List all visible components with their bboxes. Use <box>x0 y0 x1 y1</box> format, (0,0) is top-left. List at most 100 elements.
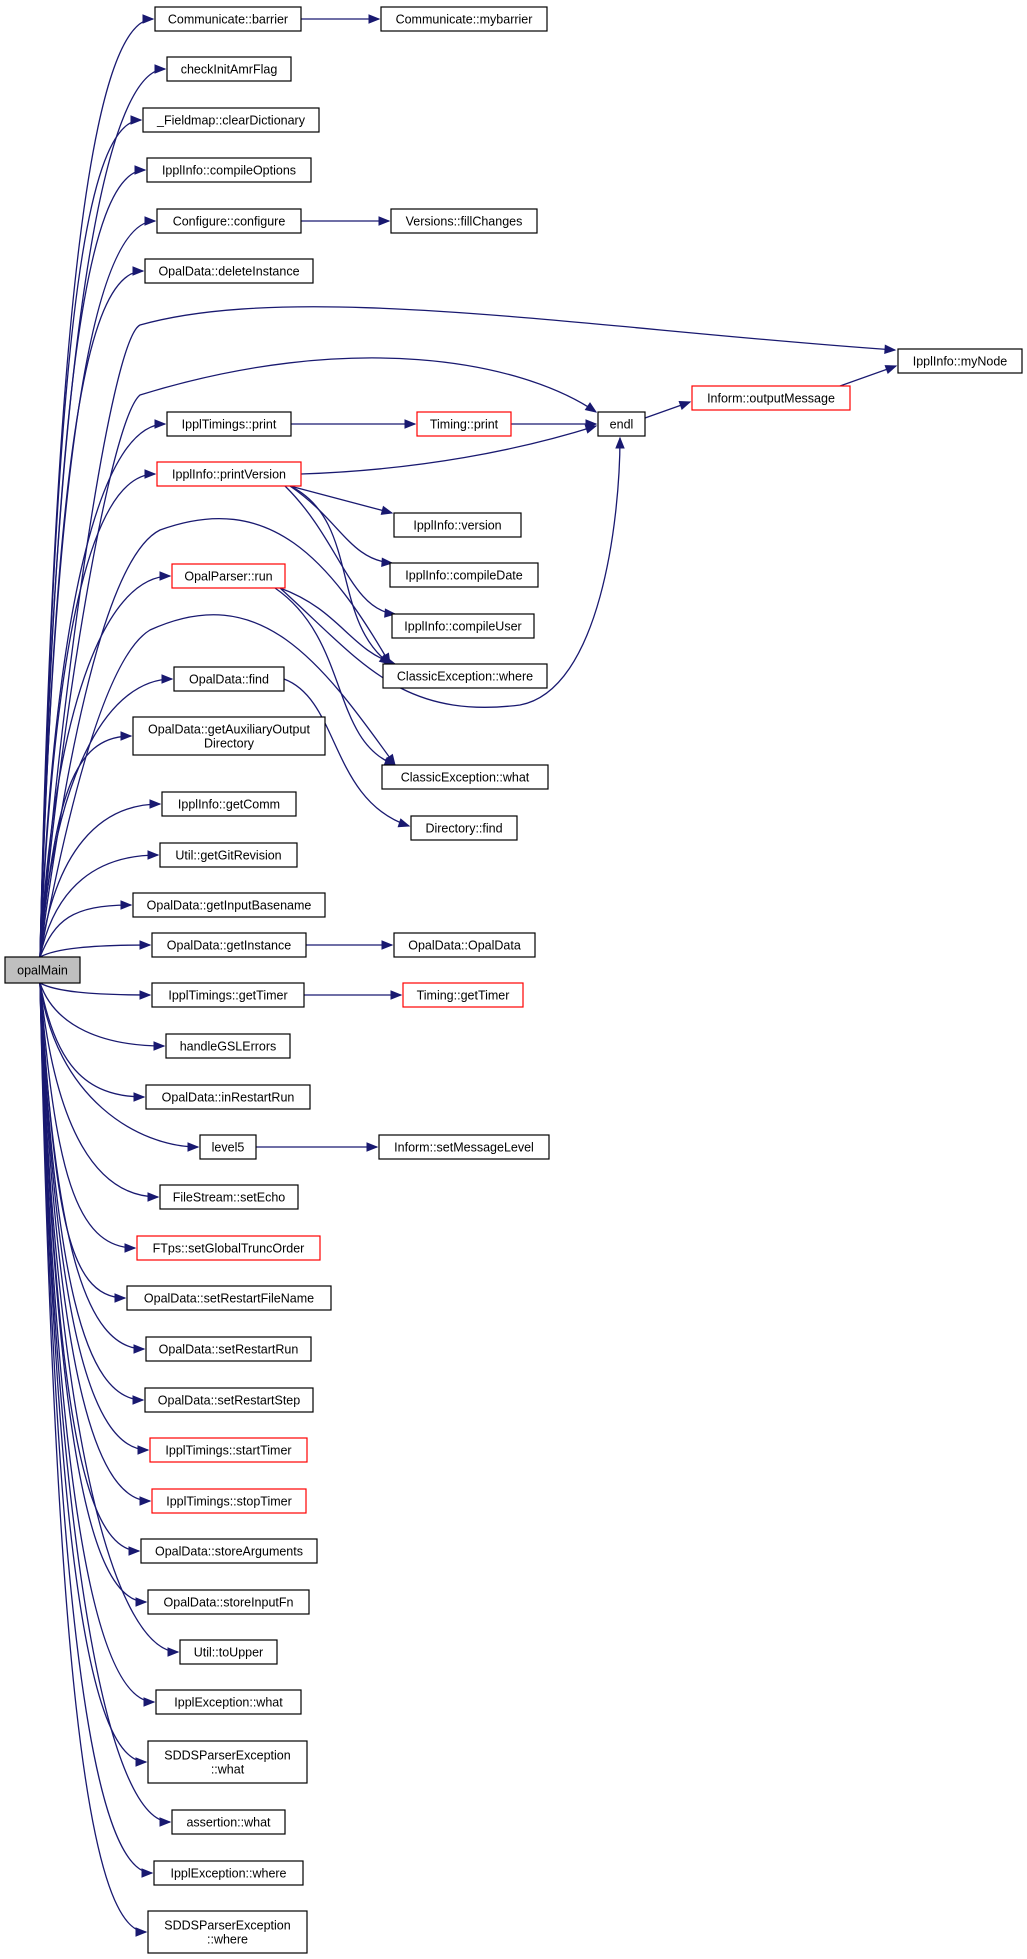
node-label: OpalData::deleteInstance <box>158 265 299 279</box>
edge-printVersion-to-classicEx_where <box>289 485 391 665</box>
node-setRestartStep[interactable]: OpalData::setRestartStep <box>144 1387 314 1413</box>
edge-printVersion-to-compileDate <box>289 485 393 564</box>
node-label: IpplInfo::compileUser <box>404 620 521 634</box>
node-myNode[interactable]: IpplInfo::myNode <box>897 348 1023 374</box>
node-box <box>159 842 298 868</box>
arrowhead-opalMain-to-getComm <box>149 799 162 809</box>
node-ipplEx_where[interactable]: IpplException::where <box>153 1860 304 1886</box>
arrowhead-opalMain-to-ipplEx_where <box>141 1868 154 1878</box>
node-label: handleGSLErrors <box>180 1040 277 1054</box>
arrowhead-opalMain-to-ipplEx_what <box>143 1697 156 1707</box>
node-label: Util::getGitRevision <box>175 849 281 863</box>
node-sddsEx_what[interactable]: SDDSParserException::what <box>147 1740 308 1784</box>
node-assertion_what[interactable]: assertion::what <box>171 1809 286 1835</box>
node-label: IpplInfo::getComm <box>178 798 280 812</box>
node-fillChanges[interactable]: Versions::fillChanges <box>390 208 538 234</box>
node-getGitRevision[interactable]: Util::getGitRevision <box>159 842 298 868</box>
node-toUpper[interactable]: Util::toUpper <box>179 1639 278 1665</box>
node-label: ClassicException::what <box>401 771 530 785</box>
node-opalData_find[interactable]: OpalData::find <box>173 666 285 692</box>
node-label: Directory::find <box>425 822 502 836</box>
node-label: SDDSParserException <box>164 1919 290 1933</box>
node-compileDate[interactable]: IpplInfo::compileDate <box>389 562 539 588</box>
edge-opalMain-to-getInputBasename <box>39 904 132 958</box>
node-storeInputFn[interactable]: OpalData::storeInputFn <box>147 1589 310 1615</box>
node-outputMessage[interactable]: Inform::outputMessage <box>691 385 851 411</box>
edge-opalMain-to-setGlobalTruncOrder <box>39 982 136 1249</box>
node-printVersion[interactable]: IpplInfo::printVersion <box>156 461 302 487</box>
node-getInstance[interactable]: OpalData::getInstance <box>151 932 307 958</box>
node-box <box>145 1336 312 1362</box>
node-classicEx_what[interactable]: ClassicException::what <box>381 764 549 790</box>
arrowhead-opalMain-to-setGlobalTruncOrder <box>124 1243 137 1253</box>
node-getInputBasename[interactable]: OpalData::getInputBasename <box>132 892 326 918</box>
node-opalData_ctor[interactable]: OpalData::OpalData <box>393 932 536 958</box>
node-ippl_compileOptions[interactable]: IpplInfo::compileOptions <box>146 157 312 183</box>
node-box <box>691 385 851 411</box>
node-setEcho[interactable]: FileStream::setEcho <box>159 1184 299 1210</box>
node-handleGSLErrors[interactable]: handleGSLErrors <box>165 1033 291 1059</box>
edge-opalParser_run-to-endl <box>279 437 621 708</box>
node-box <box>179 1639 278 1665</box>
node-inRestartRun[interactable]: OpalData::inRestartRun <box>145 1084 311 1110</box>
node-classicEx_where[interactable]: ClassicException::where <box>382 663 548 689</box>
node-stopTimer[interactable]: IpplTimings::stopTimer <box>151 1488 307 1514</box>
node-box <box>410 815 518 841</box>
node-configure[interactable]: Configure::configure <box>156 208 302 234</box>
edge-opalMain-to-getComm <box>39 803 161 958</box>
node-deleteInstance[interactable]: OpalData::deleteInstance <box>144 258 314 284</box>
node-opalMain[interactable]: opalMain <box>4 956 81 984</box>
arrowhead-comm_barrier-to-comm_mybarrier <box>368 14 381 24</box>
node-ipplEx_what[interactable]: IpplException::what <box>155 1689 302 1715</box>
node-setMessageLevel[interactable]: Inform::setMessageLevel <box>378 1134 550 1160</box>
node-comm_mybarrier[interactable]: Communicate::mybarrier <box>380 6 548 32</box>
node-label: IpplTimings::startTimer <box>165 1444 291 1458</box>
node-endl[interactable]: endl <box>597 411 646 437</box>
node-level5[interactable]: level5 <box>199 1134 257 1160</box>
node-compileUser[interactable]: IpplInfo::compileUser <box>391 613 535 639</box>
node-ipplTimings_getTimer[interactable]: IpplTimings::getTimer <box>151 982 305 1008</box>
edge-opalMain-to-ipplTimings_getTimer <box>39 982 151 996</box>
node-checkInitAmrFlag[interactable]: checkInitAmrFlag <box>166 56 292 82</box>
arrowhead-opalMain-to-getInstance <box>139 940 152 950</box>
arrowhead-opalMain-to-classicEx_what <box>385 753 396 767</box>
arrowhead-opalMain-to-setRestartRun <box>133 1344 146 1354</box>
node-opalParser_run[interactable]: OpalParser::run <box>171 563 286 589</box>
node-sddsEx_where[interactable]: SDDSParserException::where <box>147 1910 308 1954</box>
node-label: IpplTimings::print <box>182 418 277 432</box>
arrowhead-printVersion-to-compileDate <box>381 557 394 567</box>
node-box <box>171 1809 286 1835</box>
node-getComm[interactable]: IpplInfo::getComm <box>161 791 297 817</box>
node-ippl_version[interactable]: IpplInfo::version <box>393 512 522 538</box>
node-label: ClassicException::where <box>397 670 533 684</box>
edge-opalParser_run-to-classicEx_where <box>279 587 396 665</box>
node-timing_print[interactable]: Timing::print <box>416 411 512 437</box>
node-box <box>153 1860 304 1886</box>
node-setRestartFileName[interactable]: OpalData::setRestartFileName <box>126 1285 332 1311</box>
node-setRestartRun[interactable]: OpalData::setRestartRun <box>145 1336 312 1362</box>
node-box <box>151 932 307 958</box>
node-label: Versions::fillChanges <box>406 215 523 229</box>
node-box <box>173 666 285 692</box>
node-setGlobalTruncOrder[interactable]: FTps::setGlobalTruncOrder <box>136 1235 321 1261</box>
node-box <box>151 982 305 1008</box>
node-box <box>171 563 286 589</box>
node-ipplTimings_print[interactable]: IpplTimings::print <box>166 411 292 437</box>
node-timing_getTimer[interactable]: Timing::getTimer <box>402 982 524 1008</box>
node-comm_barrier[interactable]: Communicate::barrier <box>154 6 302 32</box>
arrowhead-opalMain-to-startTimer <box>137 1445 150 1455</box>
node-label: IpplInfo::printVersion <box>172 468 286 482</box>
node-storeArguments[interactable]: OpalData::storeArguments <box>140 1538 318 1564</box>
node-directory_find[interactable]: Directory::find <box>410 815 518 841</box>
arrowhead-opalMain-to-handleGSLErrors <box>153 1041 166 1051</box>
arrowhead-opalMain-to-level5 <box>187 1142 200 1152</box>
arrowhead-opalMain-to-endl <box>584 402 598 413</box>
edge-opalMain-to-getAuxOutDir <box>39 735 132 958</box>
node-box <box>132 892 326 918</box>
node-label: OpalData::storeArguments <box>155 1545 303 1559</box>
node-box <box>390 208 538 234</box>
node-startTimer[interactable]: IpplTimings::startTimer <box>149 1437 308 1463</box>
node-fieldmap_clear[interactable]: _Fieldmap::clearDictionary <box>142 107 320 133</box>
node-label: OpalData::getInstance <box>167 939 291 953</box>
